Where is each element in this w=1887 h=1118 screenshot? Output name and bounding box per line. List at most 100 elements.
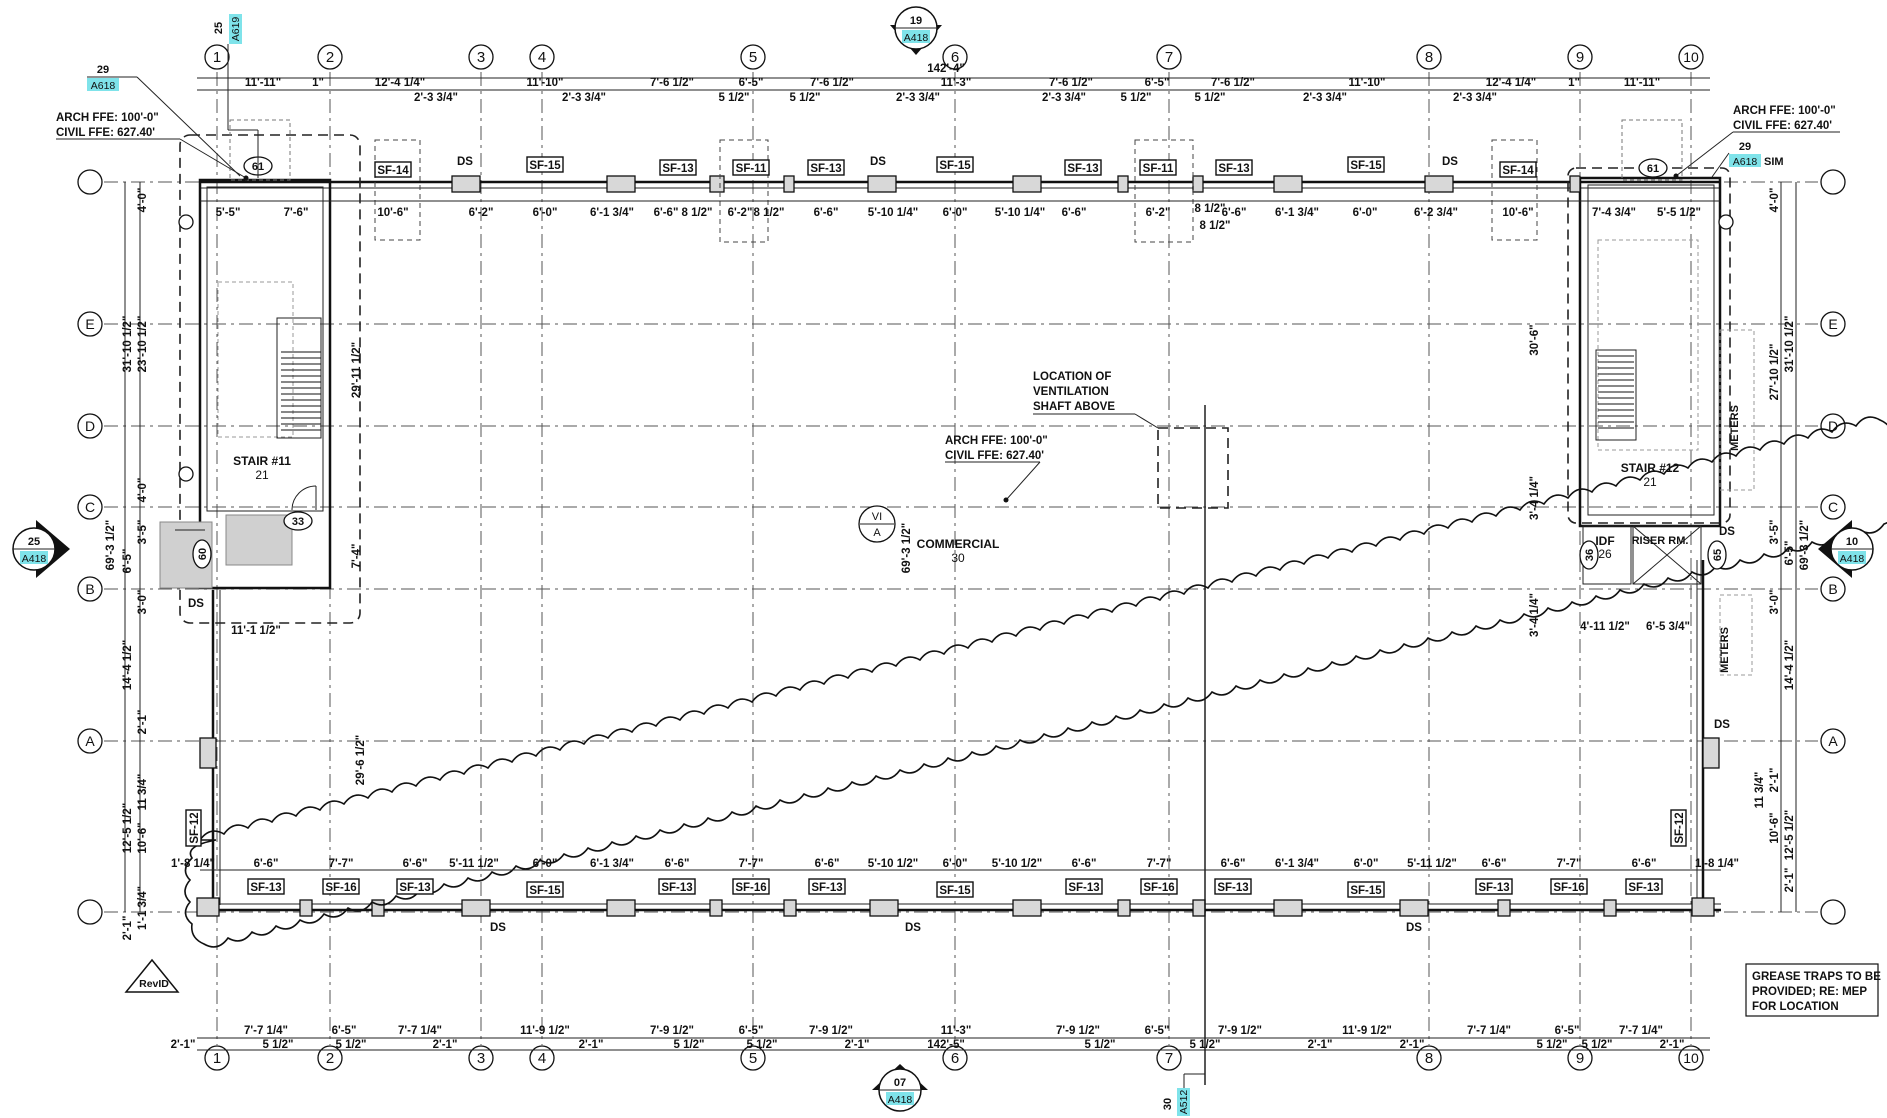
dimension-text: 8 1/2" <box>753 207 784 219</box>
dimension-text: 5 1/2" <box>1581 1039 1612 1051</box>
revision-cloud <box>184 416 1887 948</box>
grid-bubble-9-top: 9 <box>1567 44 1593 70</box>
elevation-note-center: ARCH FFE: 100'-0" CIVIL FFE: 627.40' <box>945 435 1048 503</box>
grid-bubble-row-bottom-left <box>77 899 103 925</box>
electrical-markers <box>178 214 1734 482</box>
door-tag: 33 <box>283 511 313 531</box>
svg-text:ARCH FFE: 100'-0": ARCH FFE: 100'-0" <box>1733 105 1836 117</box>
grid-bubble-row-top-right <box>1820 169 1846 195</box>
dimension-text: 3'-4 1/4" <box>1529 593 1541 637</box>
dims-top-row-1: 11'-11" 1" 12'-4 1/4" 11'-10" 7'-6 1/2" … <box>245 63 1660 89</box>
dimension-text: 6'-1 3/4" <box>590 858 634 870</box>
storefront-tags-bottom: SF-13 SF-16 SF-13 SF-15 SF-13 SF-16 SF-1… <box>247 878 1663 898</box>
dimension-text: 7'-9 1/2" <box>650 1025 694 1037</box>
grid-bubble-d-right: D <box>1820 413 1846 439</box>
svg-text:6: 6 <box>951 49 959 66</box>
svg-text:C: C <box>85 499 95 515</box>
dimension-text: 11'-10" <box>527 77 564 89</box>
dimension-text: 2'-1" <box>433 1039 458 1051</box>
svg-text:2: 2 <box>326 1050 334 1067</box>
svg-text:1: 1 <box>213 49 221 66</box>
dimension-text: 5 1/2" <box>1084 1039 1115 1051</box>
storefront-tag: SF-16 <box>732 878 770 895</box>
elevation-note-right: ARCH FFE: 100'-0" CIVIL FFE: 627.40' <box>1673 105 1840 179</box>
canopy-outlines <box>229 119 1683 509</box>
dimension-text: 7'-7 1/4" <box>1467 1025 1511 1037</box>
dimension-text: 23'-10 1/2" <box>137 316 149 373</box>
svg-text:SF-13: SF-13 <box>811 882 842 894</box>
dimension-text: 6'-6" <box>814 207 839 219</box>
dimension-text: 14'-4 1/2" <box>122 640 134 690</box>
dimension-text: 7'-7" <box>329 858 354 870</box>
dimension-text: 5 1/2" <box>1194 92 1225 104</box>
svg-text:CIVIL FFE: 627.40': CIVIL FFE: 627.40' <box>56 127 155 139</box>
grid-bubble-7-bottom: 7 <box>1156 1045 1182 1071</box>
dimension-text: 6'-2" <box>469 207 494 219</box>
dimension-text: 6'-5" <box>332 1025 357 1037</box>
svg-text:SF-13: SF-13 <box>1217 882 1248 894</box>
dimension-text: 5 1/2" <box>673 1039 704 1051</box>
svg-text:5: 5 <box>749 49 757 66</box>
svg-text:D: D <box>1828 418 1838 434</box>
svg-text:RevID: RevID <box>139 978 169 990</box>
dimension-text: 4'-0" <box>137 478 149 503</box>
room-name: STAIR #11 <box>233 454 291 468</box>
storefront-tag: SF-13 <box>1625 878 1663 895</box>
door-tag: 65 <box>1707 540 1727 570</box>
dimension-text: 31'-10 1/2" <box>122 316 134 373</box>
storefront-tag: SF-13 <box>1214 878 1252 895</box>
dimension-text: 12'-5 1/2" <box>122 803 134 853</box>
svg-text:A: A <box>1828 733 1838 749</box>
svg-text:A418: A418 <box>904 32 929 44</box>
svg-text:A618: A618 <box>91 80 116 92</box>
storefront-tag: SF-13 <box>1215 159 1253 176</box>
downspout-label: DS <box>1406 922 1422 934</box>
dimension-text: 5 1/2" <box>262 1039 293 1051</box>
storefront-tag: SF-16 <box>322 878 360 895</box>
dims-misc: 29'-11 1/2" 7'-4" 11'-1 1/2" 29'-6 1/2" … <box>231 203 1690 785</box>
dimension-text: 1'-1 3/4" <box>137 886 149 930</box>
dims-inner-top: 5'-5" 7'-6" 10'-6" 6'-2" 6'-0" 6'-1 3/4"… <box>216 207 1701 232</box>
dimension-text: 6'-5" <box>739 1025 764 1037</box>
dimension-text: 5 1/2" <box>746 1039 777 1051</box>
svg-text:SF-13: SF-13 <box>250 882 281 894</box>
storefront-tag: SF-15 <box>1347 881 1385 898</box>
dimension-text: 4'-0" <box>1769 188 1781 213</box>
svg-text:SF-16: SF-16 <box>325 882 356 894</box>
dimension-text: 6'-0" <box>1354 858 1379 870</box>
dimension-text: 6'-6" <box>1632 858 1657 870</box>
storefront-tags-top: SF-14 SF-15 SF-13 SF-11 SF-13 SF-15 SF-1… <box>374 156 1537 178</box>
dimension-text: 2'-1" <box>171 1039 196 1051</box>
dimension-text: 11'-11" <box>1624 77 1660 89</box>
dimension-text: 6'-6" <box>1222 207 1247 219</box>
grid-bubble-2-bottom: 2 <box>317 1045 343 1071</box>
svg-text:SF-12: SF-12 <box>189 812 201 843</box>
downspout-labels: DS DS DS DS DS DS DS DS DS <box>188 156 1735 934</box>
svg-text:SF-14: SF-14 <box>1502 165 1534 177</box>
dimension-text: 7'-9 1/2" <box>1218 1025 1262 1037</box>
svg-text:SF-13: SF-13 <box>1218 163 1249 175</box>
grid-bubble-e-right: E <box>1820 311 1846 337</box>
dimension-overall: 142'-4" <box>927 63 965 75</box>
dimension-text: 7'-7" <box>739 858 764 870</box>
svg-text:SF-11: SF-11 <box>736 163 767 175</box>
dims-bottom-row-1: 7'-7 1/4" 6'-5" 7'-7 1/4" 11'-9 1/2" 7'-… <box>244 1025 1663 1037</box>
svg-text:29: 29 <box>97 64 109 76</box>
dimension-text: 7'-4" <box>351 544 363 569</box>
dimension-text: 6'-0" <box>943 207 968 219</box>
row-bubbles-right: E D C B A <box>1820 169 1846 925</box>
storefront-tag: SF-13 <box>658 878 696 895</box>
dimension-text: 6'-0" <box>533 207 558 219</box>
downspout-label: DS <box>457 156 473 168</box>
grid-bubble-6-top: 6 <box>942 44 968 70</box>
grid-bubble-1-top: 1 <box>204 44 230 70</box>
grid-bubble-3-bottom: 3 <box>468 1045 494 1071</box>
dimension-text: 5'-10 1/2" <box>868 858 918 870</box>
dimension-text: 4'-0" <box>137 188 149 213</box>
dimension-text: 1" <box>1568 77 1580 89</box>
dimension-text: 29'-11 1/2" <box>351 342 363 398</box>
room-meters: METERS <box>1719 627 1731 673</box>
storefront-tag: SF-16 <box>1550 878 1588 895</box>
dimension-text: 6'-5" <box>739 77 764 89</box>
